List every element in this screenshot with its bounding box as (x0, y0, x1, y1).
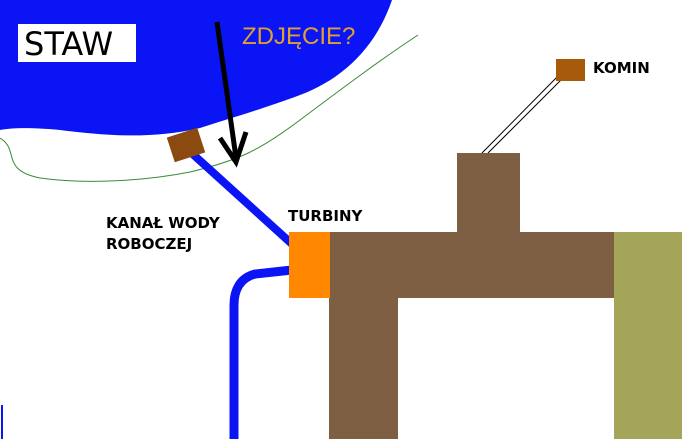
chimney-label: KOMIN (593, 59, 650, 77)
building-tower (457, 153, 520, 235)
down-arrow-icon (214, 21, 249, 168)
photo-label: ZDJĘCIE? (242, 23, 355, 50)
pond-shoreline (0, 34, 419, 182)
pond-water (0, 0, 392, 136)
annex (614, 232, 682, 439)
canal (183, 145, 295, 247)
canal-label-line2: ROBOCZEJ (106, 235, 192, 253)
intake-box (166, 127, 206, 163)
pond-label-box (18, 24, 136, 62)
pond-label: STAW (24, 25, 113, 63)
outlet-pipe (229, 265, 293, 439)
canal-label-line1: KANAŁ WODY (106, 214, 221, 232)
chimney-flue-2 (487, 75, 566, 154)
turbines-label: TURBINY (288, 207, 364, 225)
turbine-box (289, 232, 330, 298)
building-wing (329, 298, 398, 439)
chimney (556, 59, 585, 81)
building-main (329, 232, 619, 298)
chimney-flue (481, 73, 561, 154)
